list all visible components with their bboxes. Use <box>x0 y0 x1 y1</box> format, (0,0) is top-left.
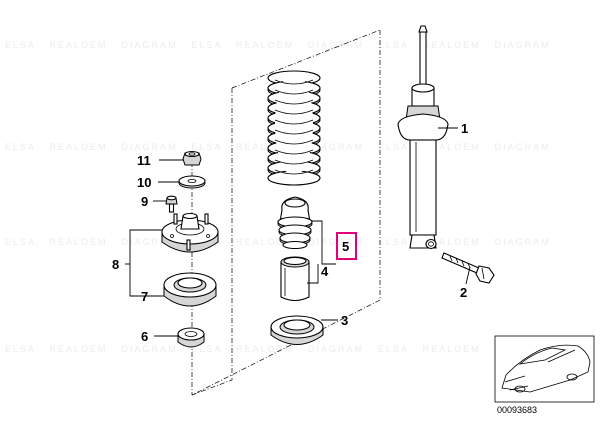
part-washer[interactable] <box>178 175 206 189</box>
callout-11: 11 <box>137 153 151 168</box>
part-spring-seat[interactable] <box>163 272 217 307</box>
callout-7: 7 <box>141 289 148 304</box>
svg-text:ELSA · REALOEM · DIAGRAM · ELS: ELSA · REALOEM · DIAGRAM · ELSA · REALOE… <box>5 237 551 247</box>
callout-8: 8 <box>112 257 119 272</box>
callout-10: 10 <box>137 175 151 190</box>
leader-lines <box>125 127 471 337</box>
part-hex-bolt[interactable] <box>441 252 495 284</box>
callout-2: 2 <box>460 285 467 300</box>
part-shock-absorber[interactable] <box>397 25 449 250</box>
diagram-reference-number: 00093683 <box>497 405 537 415</box>
vehicle-thumbnail <box>494 335 595 403</box>
svg-text:ELSA · REALOEM · DIAGRAM · ELS: ELSA · REALOEM · DIAGRAM · ELSA · REALOE… <box>5 40 551 50</box>
callout-6: 6 <box>141 329 148 344</box>
part-nut[interactable] <box>182 150 202 166</box>
part-screw[interactable] <box>165 195 178 213</box>
part-lower-spring-pad[interactable] <box>270 315 324 345</box>
callout-1: 1 <box>461 121 468 136</box>
part-protective-tube[interactable] <box>280 256 310 302</box>
highlight-box <box>336 232 357 260</box>
svg-text:ELSA · REALOEM · DIAGRAM · ELS: ELSA · REALOEM · DIAGRAM · ELSA · REALOE… <box>5 344 551 354</box>
part-coil-spring[interactable] <box>267 70 321 186</box>
part-top-mount[interactable] <box>161 212 219 253</box>
callout-9: 9 <box>141 194 148 209</box>
callout-5: 5 <box>342 239 349 254</box>
callout-4: 4 <box>321 264 329 279</box>
callout-3: 3 <box>341 313 348 328</box>
part-cap[interactable] <box>177 327 205 348</box>
part-bump-stop[interactable] <box>277 196 313 250</box>
